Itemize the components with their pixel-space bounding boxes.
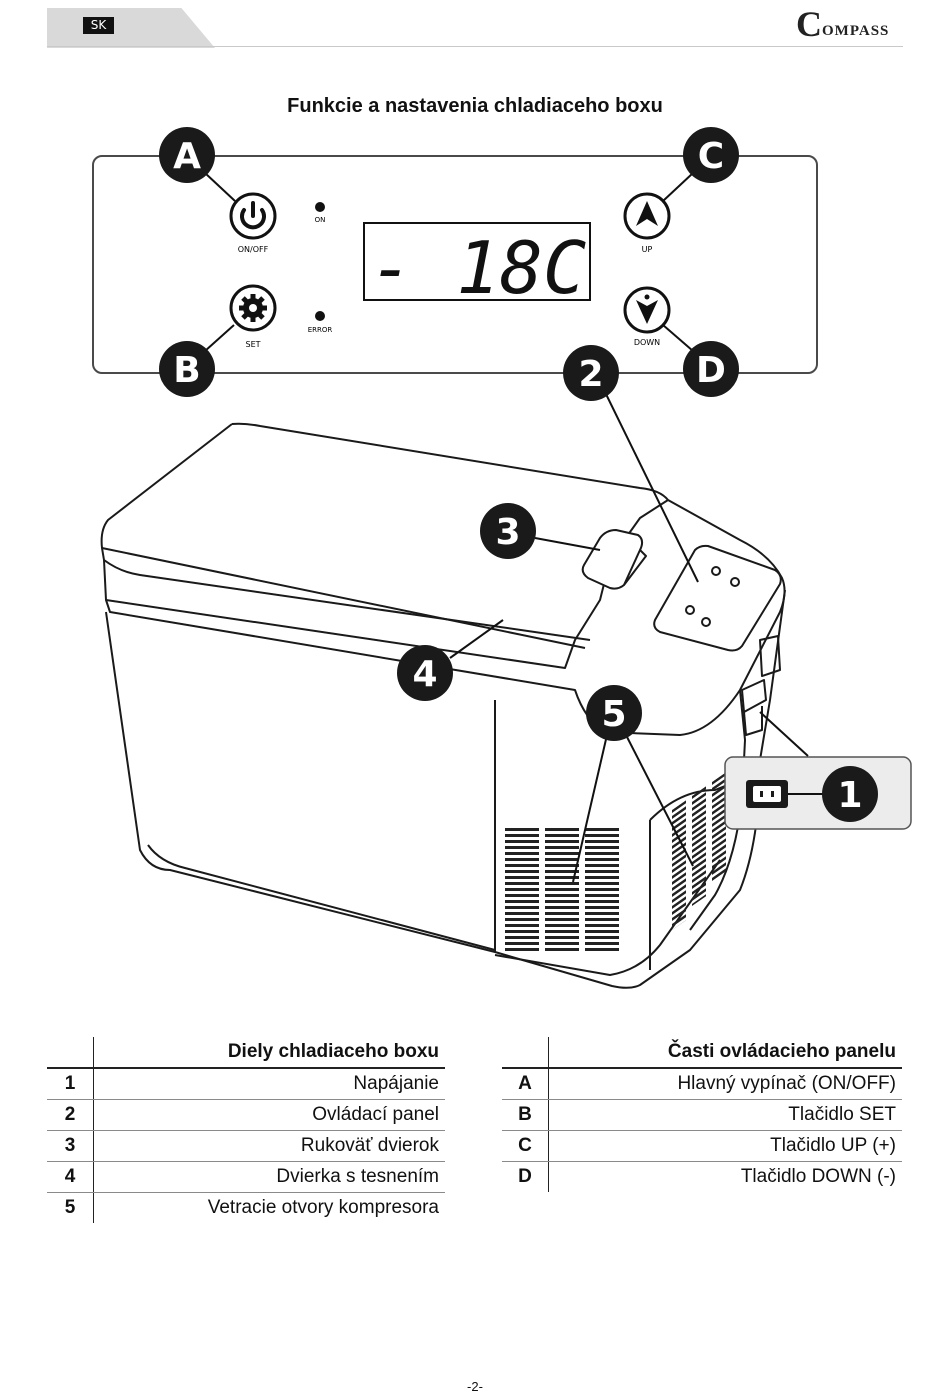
row-label: Rukoväť dvierok (93, 1130, 445, 1162)
row-label: Napájanie (93, 1068, 445, 1100)
row-id: D (502, 1161, 549, 1192)
set-label: SET (245, 340, 260, 349)
row-id: A (502, 1068, 549, 1100)
on-led-label: ON (315, 216, 326, 224)
side-vents (672, 772, 726, 930)
language-code: SK (83, 17, 114, 34)
row-id: C (502, 1130, 549, 1162)
parts-table: Diely chladiaceho boxu 1 Napájanie 2 Ovl… (47, 1037, 445, 1223)
front-vents-middle (545, 827, 579, 952)
error-led-label: ERROR (308, 326, 333, 334)
table-row: 4 Dvierka s tesnením (47, 1161, 445, 1193)
brand-logo: C OMPASS (796, 6, 906, 42)
svg-text:3: 3 (495, 512, 520, 553)
row-id: 3 (47, 1130, 94, 1162)
svg-text:1: 1 (837, 775, 862, 816)
page-number: -2- (467, 1379, 483, 1394)
down-button[interactable] (623, 286, 671, 334)
callout-2: 2 (563, 345, 619, 401)
callout-4: 4 (397, 645, 453, 701)
svg-text:A: A (173, 136, 201, 177)
power-button[interactable] (229, 192, 277, 240)
row-label: Dvierka s tesnením (93, 1161, 445, 1193)
row-id: 4 (47, 1161, 94, 1193)
gear-icon (239, 294, 267, 322)
arrow-up-icon (636, 201, 658, 226)
row-id: 1 (47, 1068, 94, 1100)
table-row: 2 Ovládací panel (47, 1099, 445, 1131)
front-vents-right (585, 827, 619, 952)
front-vents-left (505, 827, 539, 952)
header-rule (47, 46, 903, 47)
brand-name: OMPASS (822, 23, 890, 39)
table-row: 5 Vetracie otvory kompresora (47, 1192, 445, 1223)
row-id: 2 (47, 1099, 94, 1131)
row-label: Hlavný vypínač (ON/OFF) (548, 1068, 902, 1100)
table-row: B Tlačidlo SET (502, 1099, 902, 1131)
arrow-down-icon (636, 300, 658, 324)
table-header-num (502, 1037, 549, 1069)
svg-text:2: 2 (578, 354, 603, 395)
brand-initial: C (796, 4, 822, 44)
row-label: Tlačidlo UP (+) (548, 1130, 902, 1162)
control-panel-table: Časti ovládacieho panelu A Hlavný vypína… (502, 1037, 902, 1192)
table-row: C Tlačidlo UP (+) (502, 1130, 902, 1162)
row-id: B (502, 1099, 549, 1131)
row-id: 5 (47, 1192, 94, 1223)
parts-table-heading: Diely chladiaceho boxu (93, 1037, 445, 1069)
table-row: A Hlavný vypínač (ON/OFF) (502, 1068, 902, 1100)
svg-text:C: C (698, 136, 724, 177)
callout-5: 5 (586, 685, 642, 741)
row-label: Tlačidlo SET (548, 1099, 902, 1131)
callout-b: B (159, 341, 215, 397)
page-title: Funkcie a nastavenia chladiaceho boxu (287, 95, 663, 117)
up-button[interactable] (623, 192, 671, 240)
on-off-label: ON/OFF (238, 245, 269, 254)
callout-a: A (159, 127, 215, 183)
table-row: 1 Napájanie (47, 1068, 445, 1100)
temperature-display (363, 222, 591, 301)
callout-d: D (683, 341, 739, 397)
up-label: UP (642, 245, 653, 254)
row-label: Tlačidlo DOWN (-) (740, 1166, 896, 1187)
svg-text:5: 5 (601, 694, 626, 735)
panel-table-heading: Časti ovládacieho panelu (548, 1037, 902, 1069)
callout-3: 3 (480, 503, 536, 559)
svg-text:B: B (173, 350, 200, 391)
table-header-num (47, 1037, 94, 1069)
callout-c: C (683, 127, 739, 183)
down-label: DOWN (634, 338, 660, 347)
svg-text:4: 4 (412, 654, 437, 695)
on-led (315, 202, 325, 212)
temperature-readout: - 18C (370, 226, 587, 310)
row-label: Ovládací panel (93, 1099, 445, 1131)
set-button[interactable] (229, 284, 277, 332)
svg-text:D: D (696, 350, 726, 391)
error-led (315, 311, 325, 321)
table-row: 3 Rukoväť dvierok (47, 1130, 445, 1162)
row-label: Vetracie otvory kompresora (207, 1197, 439, 1218)
table-row: D Tlačidlo DOWN (-) (502, 1161, 902, 1192)
callout-1: 1 (822, 766, 878, 822)
power-socket-icon (746, 780, 788, 808)
